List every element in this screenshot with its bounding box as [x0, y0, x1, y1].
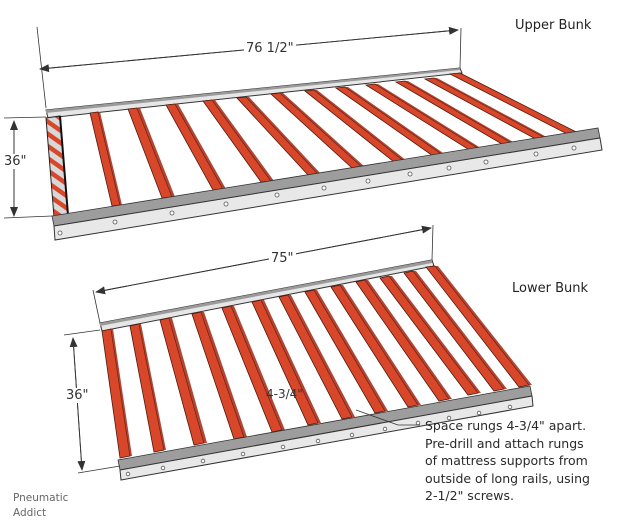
- lower-length-dim: 75": [269, 251, 296, 266]
- upper-width-dim: 36": [2, 154, 29, 169]
- lower-rungs: [101, 265, 530, 459]
- note-line: outside of long rails, using: [425, 470, 590, 486]
- credit-line: Addict: [13, 507, 47, 519]
- note-line: of mattress supports from: [425, 453, 588, 468]
- lower-bunk-title: Lower Bunk: [512, 281, 589, 296]
- lower-screw-holes: [125, 404, 513, 477]
- credit-watermark: Pneumatic Addict: [13, 491, 68, 521]
- lower-width-dim: 36": [64, 388, 91, 403]
- note-leader-line: [355, 409, 420, 426]
- upper-length-dim: 76 1/2": [244, 41, 296, 56]
- credit-line: Pneumatic: [13, 492, 69, 504]
- upper-bunk-frame: [3, 26, 603, 241]
- assembly-note: Space rungs 4-3/4" apart. Pre-drill and …: [425, 417, 640, 505]
- lower-bunk-frame: [63, 224, 534, 481]
- rung-spacing-dim: 4-3/4": [266, 387, 303, 401]
- note-line: Space rungs 4-3/4" apart.: [425, 418, 587, 433]
- note-line: 2-1/2" screws.: [425, 488, 514, 503]
- upper-screw-holes: [57, 145, 577, 236]
- note-line: Pre-drill and attach rungs: [425, 435, 584, 451]
- upper-bunk-title: Upper Bunk: [515, 18, 592, 33]
